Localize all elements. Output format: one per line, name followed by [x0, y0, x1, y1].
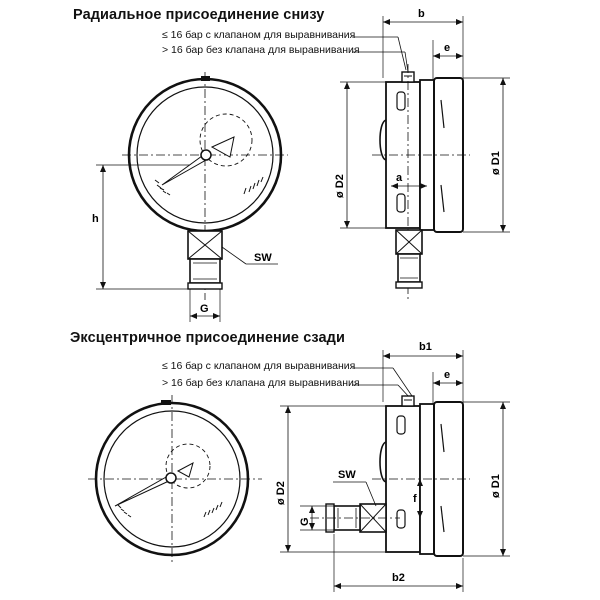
gauge-pointer-2 — [114, 462, 194, 507]
dim-g: G — [189, 289, 221, 322]
sw-leader-top: SW — [221, 246, 278, 265]
label-a: a — [396, 172, 403, 184]
gauge-pointer — [161, 136, 235, 186]
label-b2: b2 — [392, 572, 405, 584]
label-sw-2: SW — [338, 469, 356, 481]
label-b1: b1 — [419, 341, 432, 353]
label-h: h — [92, 213, 99, 225]
label-sw: SW — [254, 252, 272, 264]
dim-h: h — [92, 164, 190, 290]
label-e: e — [444, 42, 450, 54]
label-d1-2: ø D1 — [490, 474, 502, 498]
eccentric-note-without-valve: > 16 бар без клапана для выравнивания — [162, 377, 360, 389]
radial-title: Радиальное присоединение снизу — [73, 7, 325, 23]
fill-valve-lug — [201, 76, 210, 81]
label-g: G — [200, 303, 209, 315]
eccentric-note-leaders — [352, 367, 413, 399]
gauge-dial — [136, 86, 274, 224]
scale-marks-left — [154, 179, 171, 196]
eccentric-title: Эксцентричное присоединение сзади — [70, 330, 345, 346]
label-d1: ø D1 — [490, 151, 502, 175]
eccentric-front-gauge — [88, 395, 262, 563]
label-e-2: e — [444, 369, 450, 381]
label-g-2: G — [299, 517, 311, 526]
radial-note-leaders — [352, 36, 409, 73]
radial-note-with-valve: ≤ 16 бар с клапаном для выравнивания — [162, 29, 356, 41]
radial-connector — [187, 230, 223, 290]
radial-side-gauge: b e a — [334, 8, 510, 300]
eccentric-side-gauge: b1 e — [275, 341, 510, 592]
radial-note-without-valve: > 16 бар без клапана для выравнивания — [162, 44, 360, 56]
radial-front-gauge: h G SW — [92, 72, 288, 322]
scale-marks-right — [243, 176, 264, 195]
eccentric-note-with-valve: ≤ 16 бар с клапаном для выравнивания — [162, 360, 356, 372]
label-d2-2: ø D2 — [275, 481, 287, 505]
label-d2: ø D2 — [334, 174, 346, 198]
gauge-dial-2 — [103, 410, 241, 548]
label-b: b — [418, 8, 425, 20]
eccentric-connector — [310, 503, 400, 533]
hub-hidden-circle — [199, 113, 253, 167]
label-f: f — [413, 493, 417, 505]
